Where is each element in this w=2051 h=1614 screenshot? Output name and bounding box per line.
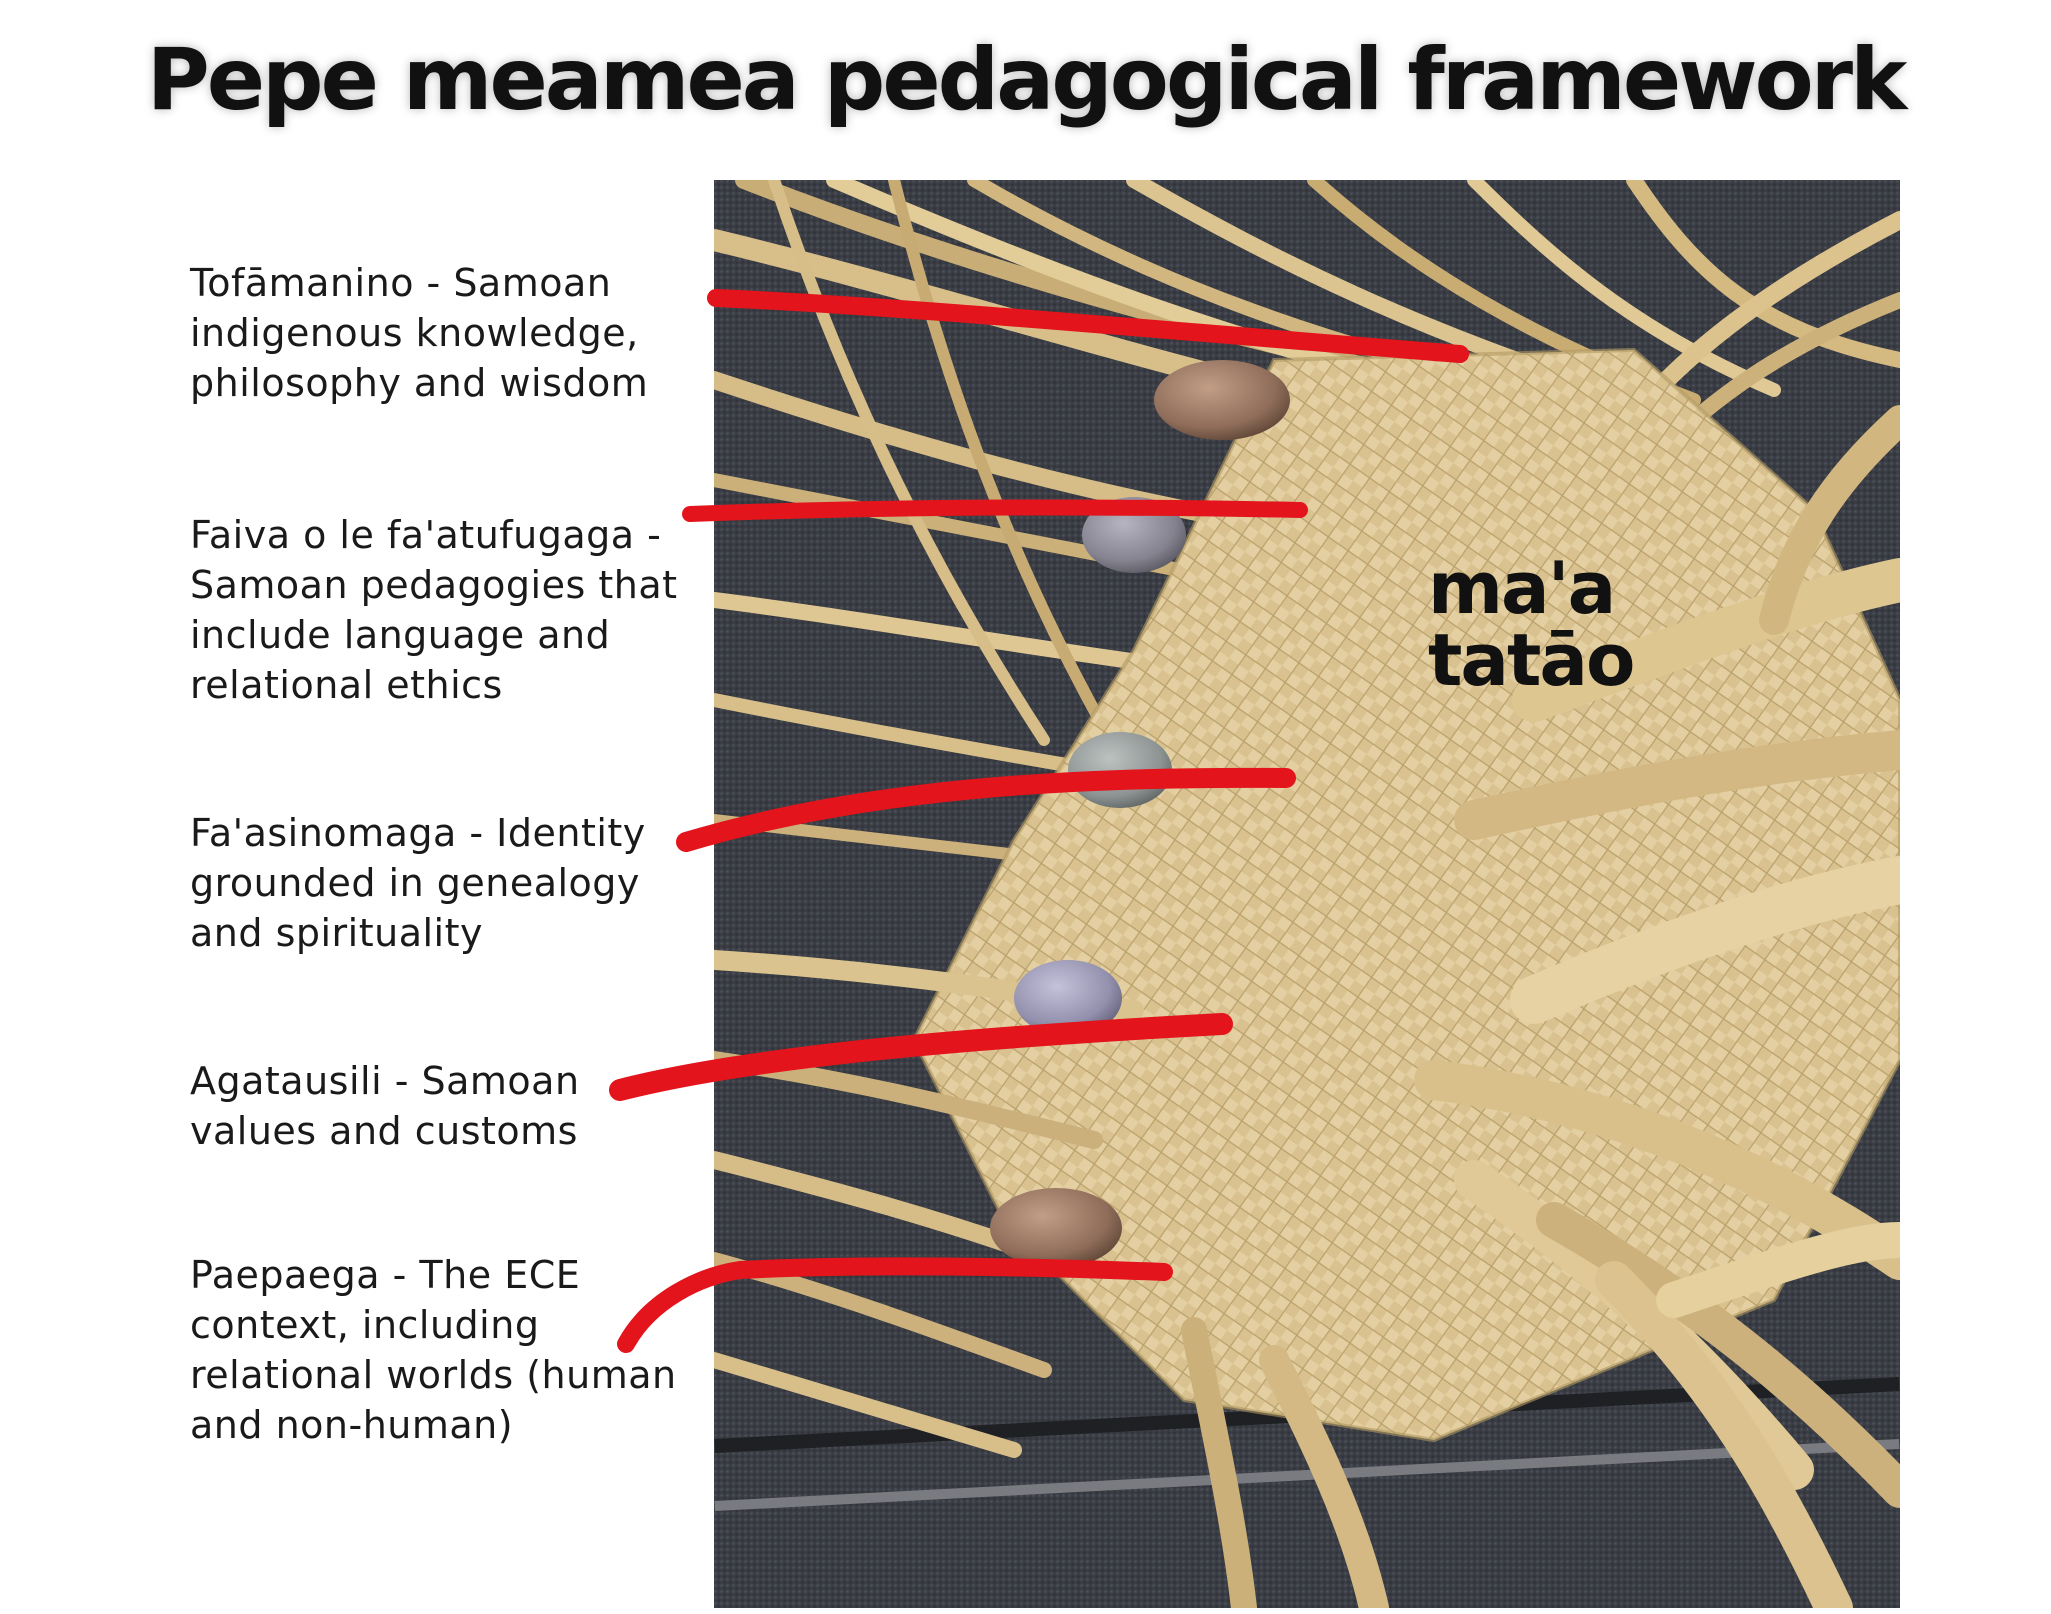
label-faiva-o-le-faatufugaga: Faiva o le fa'atufugaga - Samoan pedagog…	[190, 513, 678, 707]
woven-mat-photo	[714, 180, 1900, 1608]
photo-caption: ma'a tatāo	[1428, 546, 1635, 702]
stone-faiva	[1082, 497, 1186, 573]
page-title: Pepe meamea pedagogical framework	[146, 30, 1908, 130]
stone-paepaega	[990, 1188, 1122, 1268]
label-faasinomaga: Fa'asinomaga - Identity grounded in gene…	[190, 811, 646, 955]
label-tofamanino: Tofāmanino - Samoan indigenous knowledge…	[190, 261, 649, 405]
label-paepaega: Paepaega - The ECE context, including re…	[190, 1253, 677, 1447]
stone-tofamanino	[1154, 360, 1290, 440]
stone-faasinomaga	[1068, 732, 1172, 808]
label-agatausili: Agatausili - Samoan values and customs	[190, 1059, 580, 1153]
stone-agatausili	[1014, 960, 1122, 1036]
